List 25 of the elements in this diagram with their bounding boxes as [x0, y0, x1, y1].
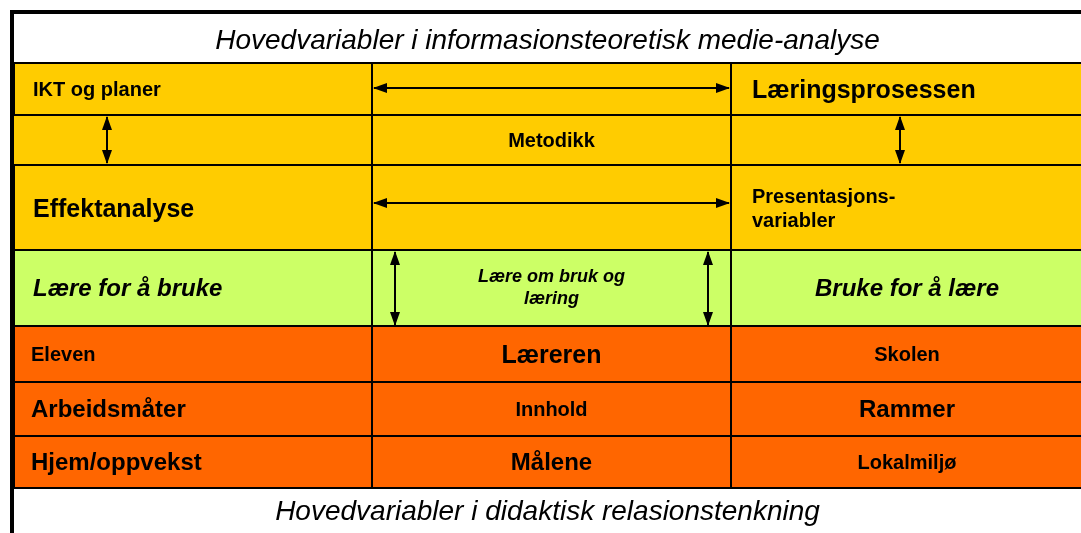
cell-text: Lære for å bruke	[33, 273, 223, 303]
cell-text: Effektanalyse	[33, 192, 195, 223]
cell-text: Innhold	[515, 397, 588, 421]
cell-text: Læringsprosessen	[752, 74, 976, 104]
cell-text: Skolen	[874, 342, 940, 366]
double-arrow	[703, 251, 713, 326]
double-arrow	[390, 251, 400, 326]
cell-text: Eleven	[31, 342, 96, 366]
double-arrow	[895, 116, 905, 164]
cell-text: Lokalmiljø	[857, 450, 957, 474]
table-caption: Hovedvariabler i didaktisk relasionstenkning	[274, 495, 821, 527]
cell-text: Presentasjons-variabler	[752, 183, 897, 232]
double-arrow	[102, 116, 112, 164]
table-title: Hovedvariabler i informasionsteoretisk medie-analyse	[214, 24, 881, 56]
cell-text: Lære om bruk og læring	[477, 266, 626, 310]
cell-text: Rammer	[858, 394, 955, 424]
cell-text: IKT og planer	[33, 77, 161, 101]
cell-text: Læreren	[501, 339, 602, 369]
double-arrow	[373, 83, 730, 93]
cell-text: Bruke for å lære	[814, 273, 1000, 303]
double-arrow	[373, 198, 730, 208]
cell-text: Metodikk	[508, 128, 595, 152]
cell-text: Målene	[510, 447, 593, 477]
cell-text: Hjem/oppvekst	[31, 447, 202, 477]
cell-text: Arbeidsmåter	[31, 394, 186, 424]
